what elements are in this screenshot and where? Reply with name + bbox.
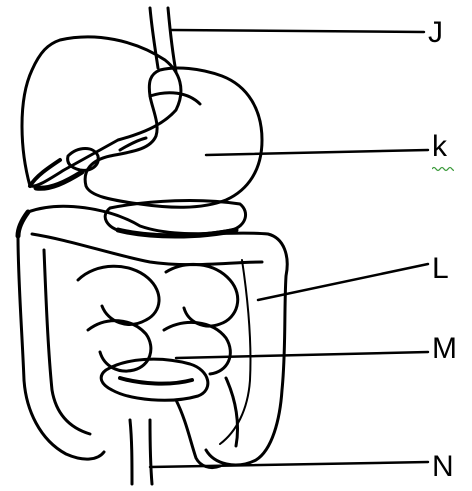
leader-line-m (176, 352, 428, 358)
stomach (85, 68, 262, 207)
leader-line-n (150, 462, 428, 467)
label-m: M (432, 334, 457, 364)
label-k: k (432, 132, 447, 162)
leader-lines (150, 30, 428, 467)
small-intestine (78, 264, 238, 467)
spellcheck-underline (432, 166, 454, 172)
label-j: J (428, 18, 443, 48)
label-l: L (432, 254, 449, 284)
esophagus (150, 8, 176, 72)
leader-line-j (172, 30, 424, 32)
large-intestine (18, 206, 287, 465)
label-n: N (432, 452, 454, 482)
leader-line-l (258, 264, 428, 300)
rectum (130, 420, 152, 484)
leader-line-k (206, 150, 428, 155)
